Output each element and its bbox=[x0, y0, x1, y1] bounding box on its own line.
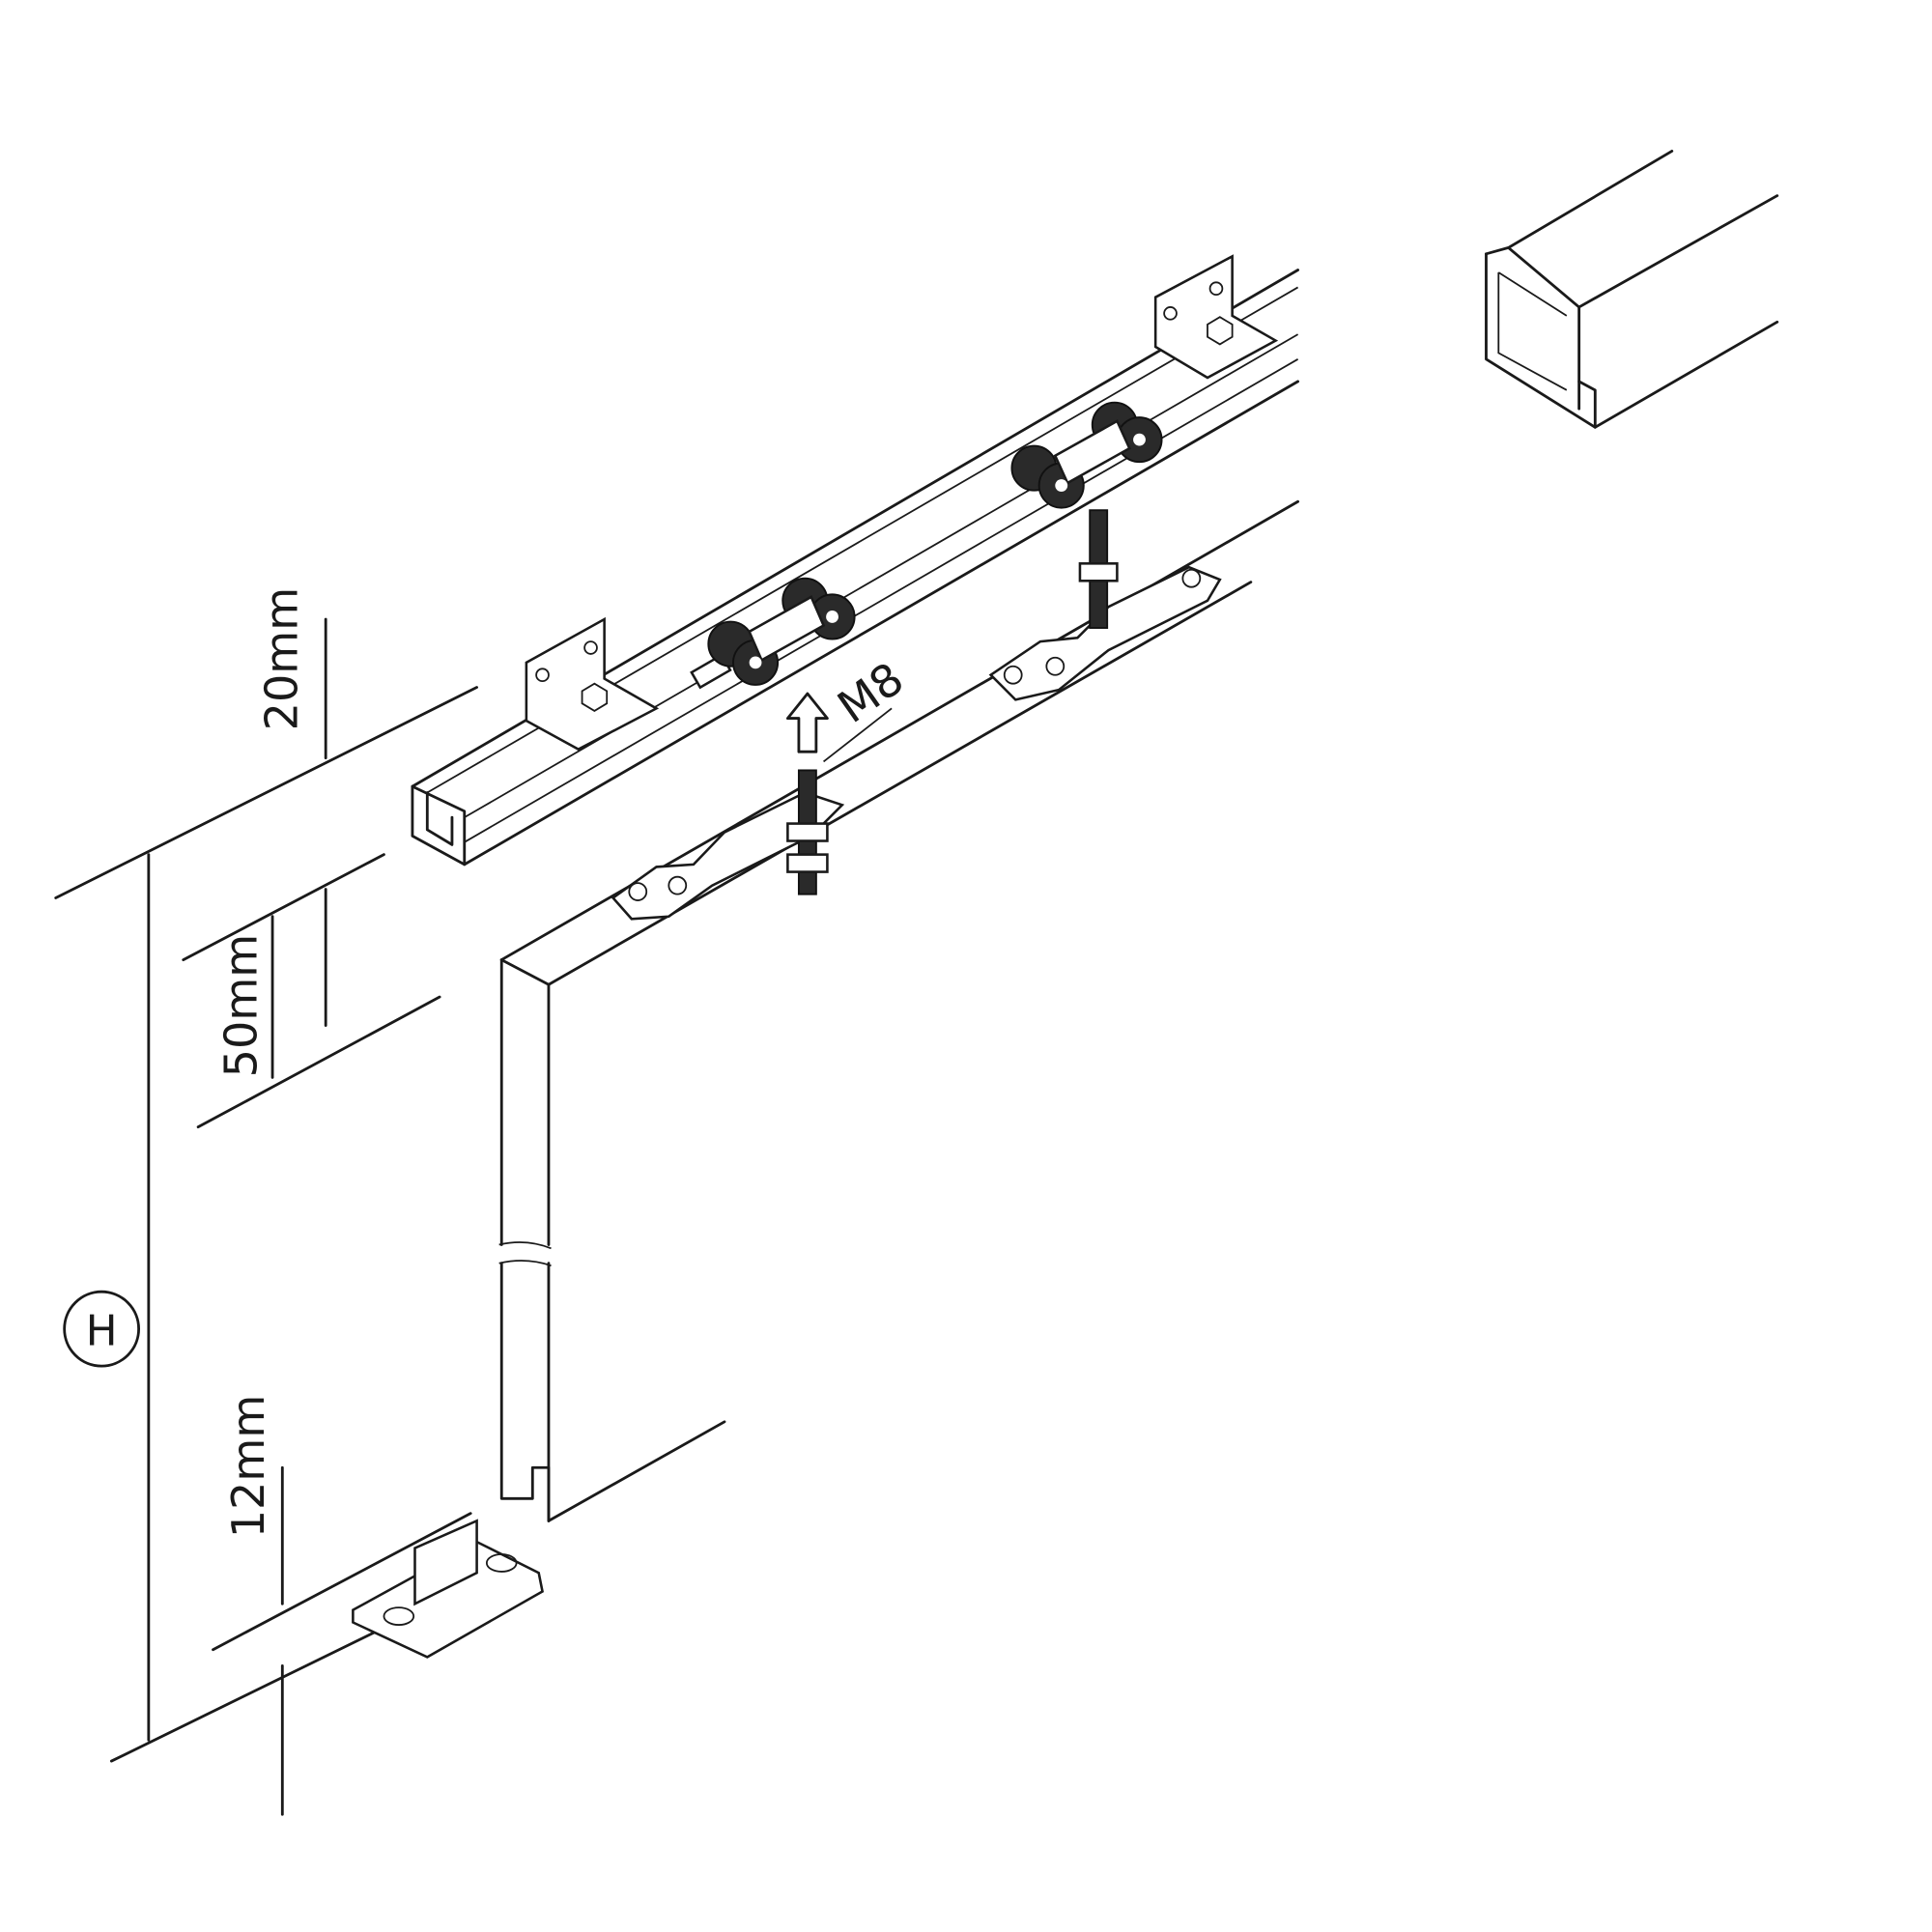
height-symbol: H bbox=[63, 1290, 140, 1368]
m8-leader-line bbox=[823, 707, 893, 763]
roller-carriages bbox=[690, 401, 1163, 690]
mounting-brackets bbox=[525, 254, 1279, 752]
dimension-50mm-label: 50mm bbox=[214, 934, 267, 1078]
door-panel bbox=[498, 499, 1299, 1522]
dimension-lines bbox=[54, 617, 479, 1816]
height-symbol-label: H bbox=[86, 1307, 118, 1355]
track-profile-detail bbox=[1485, 150, 1779, 429]
insert-direction-arrow-icon bbox=[785, 692, 829, 753]
bolt-size-label: M8 bbox=[828, 652, 913, 733]
floor-guide bbox=[352, 1519, 544, 1659]
dimension-12mm-label: 12mm bbox=[222, 1395, 274, 1539]
dimension-20mm-label: 20mm bbox=[256, 587, 308, 731]
track-rail bbox=[411, 269, 1299, 867]
hanger-plates bbox=[611, 509, 1222, 921]
